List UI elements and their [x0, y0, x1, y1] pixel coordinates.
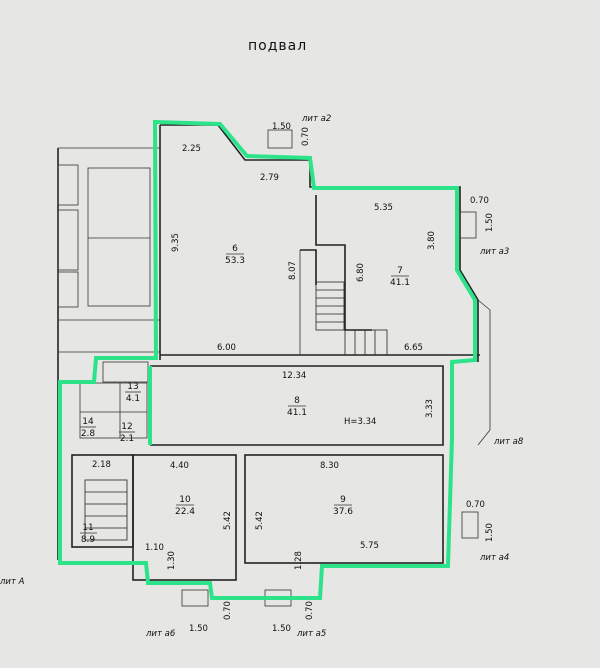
adjacent-building: [57, 147, 160, 560]
dim-1.50-bottom-right: 1.50: [272, 624, 291, 634]
room-8-area: 41.1: [287, 408, 307, 418]
room-10-area: 22.4: [175, 507, 195, 517]
dim-6.65: 6.65: [404, 343, 423, 353]
lit-a6-label: лит а6: [145, 629, 176, 639]
room-7-area: 41.1: [390, 278, 410, 288]
room-9-area: 37.6: [333, 507, 353, 517]
dim-5.42-right: 5.42: [255, 511, 265, 530]
lit-a3-label: лит а3: [479, 247, 509, 257]
dim-8.30: 8.30: [320, 461, 339, 471]
lit-a4-label: лит а4: [479, 553, 509, 563]
dim-1.50-top: 1.50: [272, 122, 291, 132]
dim-1.28: 1.28: [294, 551, 304, 570]
lit-labels: лит а2 лит а3 лит а8 лит а4 лит а6 лит а…: [0, 114, 524, 639]
highlighted-boundary: [58, 119, 477, 600]
dim-6.80: 6.80: [356, 263, 366, 282]
dim-0.70-bottom-right: 0.70: [305, 601, 315, 620]
room-8-number: 8: [294, 396, 300, 406]
dim-1.50-right: 1.50: [485, 213, 495, 232]
height-note: H=3.34: [344, 417, 376, 427]
room-11-number: 11: [82, 523, 93, 533]
dim-5.75: 5.75: [360, 541, 379, 551]
room-12-number: 12: [121, 422, 132, 432]
lit-a5-label: лит а5: [296, 629, 326, 639]
room-10-number: 10: [179, 495, 191, 505]
room-13-area: 4.1: [126, 394, 140, 404]
dim-3.80: 3.80: [427, 231, 437, 250]
dim-8.07: 8.07: [288, 261, 298, 280]
room-14-area: 2.8: [81, 429, 96, 439]
building-walls: [71, 124, 491, 607]
room-labels: 6 53.3 7 41.1 8 41.1 9 37.6 10 22.4 11 8…: [80, 244, 410, 545]
dim-0.70-top: 0.70: [301, 127, 311, 146]
room-13-number: 13: [127, 382, 138, 392]
room-6-number: 6: [232, 244, 238, 254]
dim-0.70-lower-right: 0.70: [466, 500, 485, 510]
room-7-number: 7: [397, 266, 403, 276]
dim-3.33: 3.33: [425, 399, 435, 418]
dim-6.00: 6.00: [217, 343, 236, 353]
room-14-number: 14: [82, 417, 94, 427]
dim-5.35: 5.35: [374, 203, 393, 213]
dim-12.34: 12.34: [282, 371, 306, 381]
dim-2.25: 2.25: [182, 144, 201, 154]
dim-0.70-right: 0.70: [470, 196, 489, 206]
dim-9.35: 9.35: [171, 233, 181, 252]
lit-A-label: лит А: [0, 577, 25, 587]
dim-1.50-lower-right: 1.50: [485, 523, 495, 542]
lit-a2-label: лит а2: [301, 114, 331, 124]
dim-2.79: 2.79: [260, 173, 279, 183]
dim-1.10: 1.10: [145, 543, 164, 553]
lit-a8-label: лит а8: [493, 437, 524, 447]
stairs: [84, 281, 388, 541]
room-9-number: 9: [340, 495, 346, 505]
plan-title: подвал: [248, 38, 307, 54]
dim-4.40: 4.40: [170, 461, 189, 471]
room-6-area: 53.3: [225, 256, 245, 266]
dim-5.42-left: 5.42: [223, 511, 233, 530]
dim-1.50-bottom-left: 1.50: [189, 624, 208, 634]
dim-1.30: 1.30: [167, 551, 177, 570]
dim-0.70-bottom-left: 0.70: [223, 601, 233, 620]
dim-2.18: 2.18: [92, 460, 111, 470]
room-11-area: 8.9: [81, 535, 96, 545]
dimension-labels: 1.50 0.70 2.25 2.79 5.35 0.70 1.50 9.35 …: [92, 122, 495, 634]
room-12-area: 2.1: [120, 434, 134, 444]
